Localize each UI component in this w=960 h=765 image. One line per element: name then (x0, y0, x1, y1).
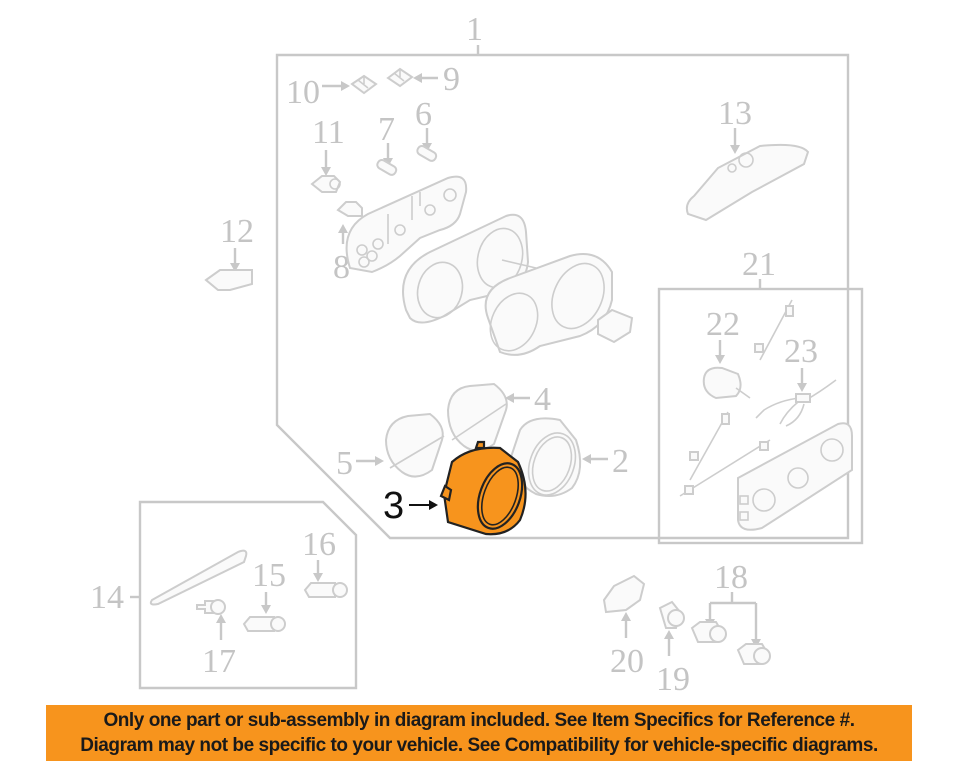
callout-2[interactable]: 2 (612, 443, 629, 480)
part-19: 19 (656, 600, 690, 698)
circuit-board (345, 175, 468, 274)
callout-6[interactable]: 6 (415, 96, 432, 133)
part-2: 2 (508, 417, 629, 497)
callout-21[interactable]: 21 (742, 246, 776, 283)
callout-23[interactable]: 23 (784, 333, 818, 370)
callout-7[interactable]: 7 (378, 111, 395, 148)
part-13: 13 (685, 95, 810, 222)
group-box-14: 14 (90, 500, 358, 690)
group-box-21: 21 (657, 246, 864, 545)
part-16: 16 (302, 526, 348, 598)
group-box-1: 1 (275, 11, 850, 540)
callout-22[interactable]: 22 (706, 306, 740, 343)
callout-9[interactable]: 9 (443, 61, 460, 98)
part-23: 23 (755, 333, 837, 427)
callout-20[interactable]: 20 (610, 643, 644, 680)
disclaimer-banner: Only one part or sub-assembly in diagram… (46, 705, 912, 761)
disclaimer-line-2: Diagram may not be specific to your vehi… (80, 735, 878, 756)
callout-14[interactable]: 14 (90, 579, 124, 616)
part-11: 11 (310, 114, 345, 193)
callout-13[interactable]: 13 (718, 95, 752, 132)
part-7: 7 (376, 111, 398, 176)
callout-15[interactable]: 15 (252, 557, 286, 594)
part-22: 22 (702, 306, 751, 400)
callout-4[interactable]: 4 (534, 381, 551, 418)
part-5: 5 (336, 412, 445, 482)
callout-10[interactable]: 10 (286, 74, 320, 111)
callout-19[interactable]: 19 (656, 661, 690, 698)
callout-17[interactable]: 17 (202, 643, 236, 680)
cluster-housing (484, 253, 634, 356)
callout-12[interactable]: 12 (220, 213, 254, 250)
callout-3[interactable]: 3 (383, 485, 404, 527)
callout-16[interactable]: 16 (302, 526, 336, 563)
callout-11[interactable]: 11 (312, 114, 345, 151)
part-17: 17 (196, 599, 236, 680)
callout-5[interactable]: 5 (336, 445, 353, 482)
part-6: 6 (415, 96, 438, 162)
callout-18[interactable]: 18 (714, 559, 748, 596)
part-15: 15 (242, 557, 286, 632)
part-3-highlighted[interactable]: 3 (383, 440, 530, 536)
part-4: 4 (446, 381, 551, 452)
part-9: 9 (386, 61, 460, 98)
part-20: 20 (602, 574, 646, 680)
dial-face (402, 213, 537, 324)
disclaimer-line-1: Only one part or sub-assembly in diagram… (103, 710, 855, 731)
part-14 (149, 549, 248, 606)
cable-assemblies (679, 299, 794, 497)
part-12: 12 (204, 213, 254, 291)
part-8: 8 (333, 201, 363, 286)
part-18: 18 (690, 559, 771, 665)
callout-1[interactable]: 1 (466, 11, 483, 48)
climate-control-panel (737, 422, 853, 531)
part-10: 10 (286, 74, 378, 111)
callout-8[interactable]: 8 (333, 249, 350, 286)
